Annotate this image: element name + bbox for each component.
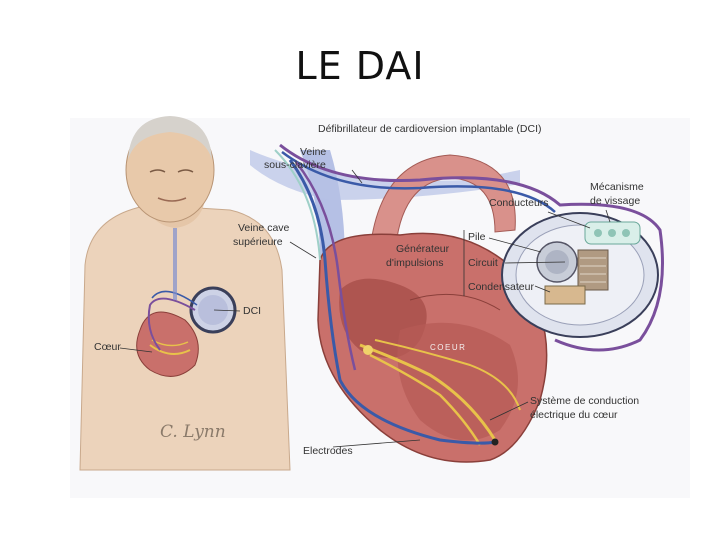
artist-signature: C. Lynn [160, 422, 226, 442]
label-conductors: Conducteurs [489, 197, 549, 209]
label-capacitor: Condensateur [468, 281, 534, 293]
label-pulse-generator-1: Générateur [396, 243, 450, 255]
dci-cutaway [502, 213, 658, 337]
heart-inner-label: COEUR [430, 343, 466, 352]
label-subclavian-vein-1: Veine [300, 146, 326, 158]
label-svc-2: supérieure [233, 236, 283, 248]
capacitor-component [545, 286, 585, 304]
label-heart: Cœur [94, 341, 121, 353]
circuit-component [578, 250, 608, 290]
label-defibrillator: Défibrillateur de cardioversion implanta… [318, 123, 542, 135]
label-dci: DCI [243, 305, 261, 317]
label-screw-mechanism-2: de vissage [590, 195, 640, 207]
label-pulse-generator-2: d'impulsions [386, 257, 443, 269]
label-battery: Pile [468, 231, 486, 243]
label-electrodes: Electrodes [303, 445, 353, 457]
label-conduction-2: électrique du cœur [530, 409, 618, 421]
label-svc-1: Veine cave [238, 222, 290, 234]
label-subclavian-vein-2: sous-clavière [264, 159, 326, 171]
label-screw-mechanism-1: Mécanisme [590, 181, 644, 193]
label-circuit: Circuit [468, 257, 498, 269]
label-conduction-1: Système de conduction [530, 395, 639, 407]
electrode-tip [492, 439, 499, 446]
